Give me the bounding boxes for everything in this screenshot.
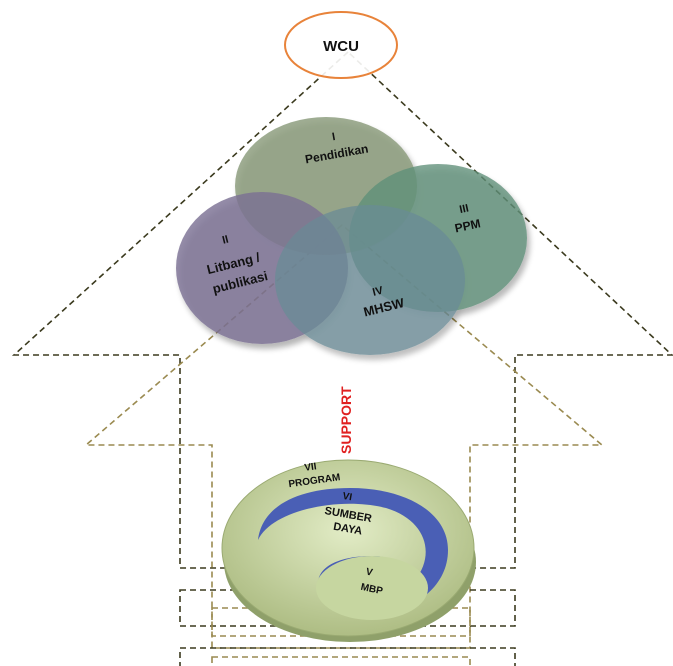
mbp-numeral: V (365, 566, 374, 578)
ppm-label: PPM (453, 216, 481, 235)
circle-mhsw (275, 205, 465, 355)
sumber-daya-label-line2: DAYA (332, 521, 363, 538)
venn-group (176, 117, 527, 355)
support-label: SUPPORT (338, 386, 354, 454)
wcu-label: WCU (323, 38, 359, 55)
mhsw-numeral: IV (371, 285, 385, 299)
sumber-daya-numeral: VI (342, 491, 353, 504)
bowl-inner-mbp (316, 556, 428, 620)
litbang-numeral: II (221, 233, 230, 246)
pendidikan-numeral: I (331, 131, 336, 143)
wcu-ellipse (284, 11, 398, 79)
ppm-numeral: III (458, 202, 469, 216)
bowl (221, 459, 476, 642)
program-numeral: VII (304, 461, 318, 474)
mbp-label: MBP (360, 582, 384, 597)
